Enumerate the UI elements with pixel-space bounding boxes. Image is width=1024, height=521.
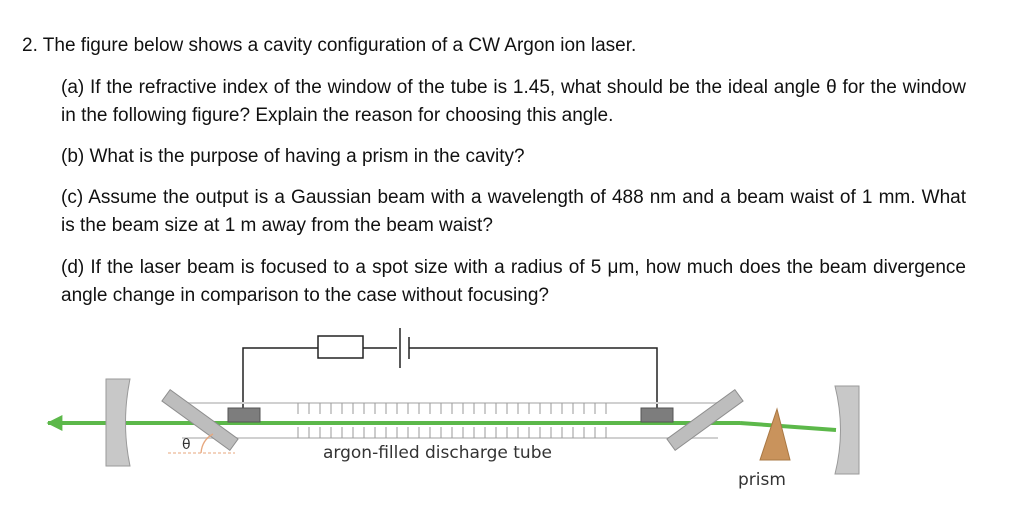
brewster-window-right — [666, 388, 744, 452]
question-part-d: (d) If the laser beam is focused to a sp… — [61, 257, 966, 306]
electrode-left — [227, 407, 261, 423]
prism-label: prism — [738, 470, 786, 490]
question-part-a: (a) If the refractive index of the windo… — [61, 77, 966, 126]
question-part-c: (c) Assume the output is a Gaussian beam… — [61, 187, 966, 236]
brewster-window-left — [161, 388, 239, 452]
high-reflector-mirror — [834, 385, 860, 475]
angle-arc — [200, 433, 214, 454]
tube-label: argon-filled discharge tube — [323, 443, 552, 463]
circuit-wire-right — [409, 347, 658, 412]
question-title: 2. The figure below shows a cavity confi… — [22, 35, 637, 56]
discharge-tube — [182, 402, 718, 439]
tube-ticks-top — [297, 403, 607, 414]
angle-theta-label: θ — [182, 437, 191, 453]
circuit-wire-left — [242, 347, 318, 412]
laser-beam-refracted — [739, 421, 837, 432]
power-circuit — [242, 328, 658, 412]
tube-ticks-bottom — [297, 427, 607, 438]
laser-cavity-diagram: θ argon-filled discharge tube prism — [46, 328, 860, 490]
prism — [759, 407, 791, 461]
output-coupler-mirror — [105, 378, 131, 467]
resistor — [317, 335, 364, 359]
electrode-right — [640, 407, 674, 423]
question-part-b: (b) What is the purpose of having a pris… — [61, 146, 525, 167]
